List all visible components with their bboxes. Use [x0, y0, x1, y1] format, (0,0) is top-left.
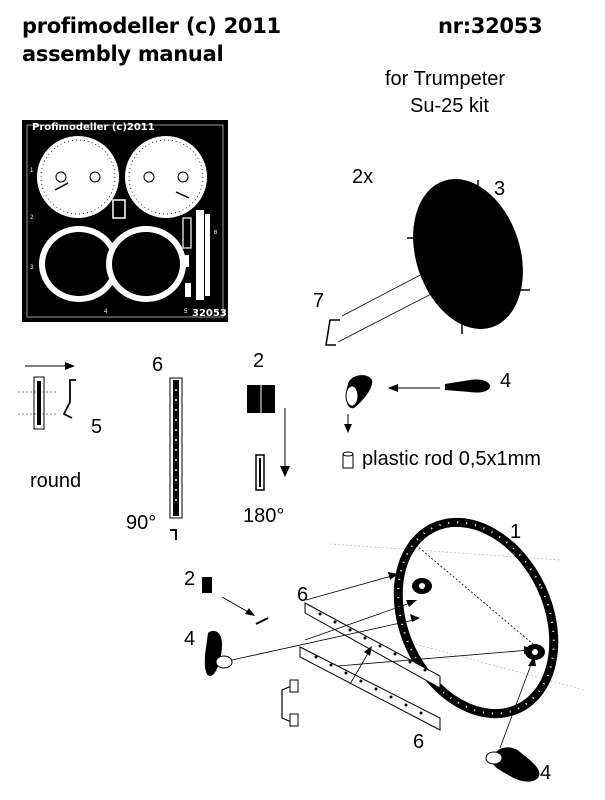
- fret-marker-6: 6: [214, 230, 218, 236]
- manual-title: assembly manual: [22, 42, 224, 66]
- fret-marker-3: 3: [30, 265, 34, 271]
- part-1-ring: [329, 517, 586, 719]
- fret-marker-2: 2: [30, 215, 34, 221]
- part-4-handle: [342, 375, 490, 469]
- part-4-label-bottom: 4: [540, 762, 552, 784]
- part-6-label-upper-strip: 6: [297, 584, 309, 606]
- part-1-label: 1: [510, 521, 522, 543]
- part-6-label-lower-strip: 6: [413, 731, 425, 753]
- fret-number: 32053: [192, 308, 227, 319]
- part-3-label: 3: [494, 178, 506, 200]
- photo-etch-fret: [22, 120, 228, 322]
- part-4-label-left: 4: [184, 628, 196, 650]
- fret-title: Profimodeller (c)2011: [32, 122, 155, 133]
- part-3-disc: [407, 179, 530, 334]
- part-7-brackets: [325, 249, 471, 346]
- part-7-label: 7: [313, 290, 325, 312]
- part-number: nr:32053: [438, 14, 543, 38]
- part-2-label-top: 2: [253, 350, 265, 372]
- angle-90-label: 90°: [126, 512, 157, 534]
- kit-line-1: for Trumpeter: [385, 68, 506, 90]
- angle-180-label: 180°: [243, 505, 285, 527]
- fret-marker-1: 1: [30, 168, 34, 174]
- bracket-part: [281, 679, 299, 727]
- part-5-detail: [18, 362, 76, 430]
- part-2-label-lower: 2: [184, 568, 196, 590]
- quantity-label: 2x: [352, 166, 374, 188]
- round-label: round: [30, 470, 82, 492]
- part-4-sleeve-left: [204, 614, 420, 676]
- plastic-rod-label: plastic rod 0,5x1mm: [362, 448, 541, 470]
- kit-line-2: Su-25 kit: [410, 95, 489, 117]
- fret-marker-5: 5: [184, 309, 188, 315]
- part-5-label: 5: [91, 416, 103, 438]
- part-6-label-vertical: 6: [152, 354, 164, 376]
- part-2-fold: [247, 385, 290, 491]
- brand-line: profimodeller (c) 2011: [22, 14, 281, 38]
- part-6-angled-strips: [299, 572, 534, 731]
- fret-marker-4: 4: [104, 309, 108, 315]
- part-4-handle-bottom: [485, 656, 540, 782]
- part-6-strip: [169, 377, 183, 540]
- part-4-label-top: 4: [500, 370, 512, 392]
- part-2-small: [202, 577, 269, 625]
